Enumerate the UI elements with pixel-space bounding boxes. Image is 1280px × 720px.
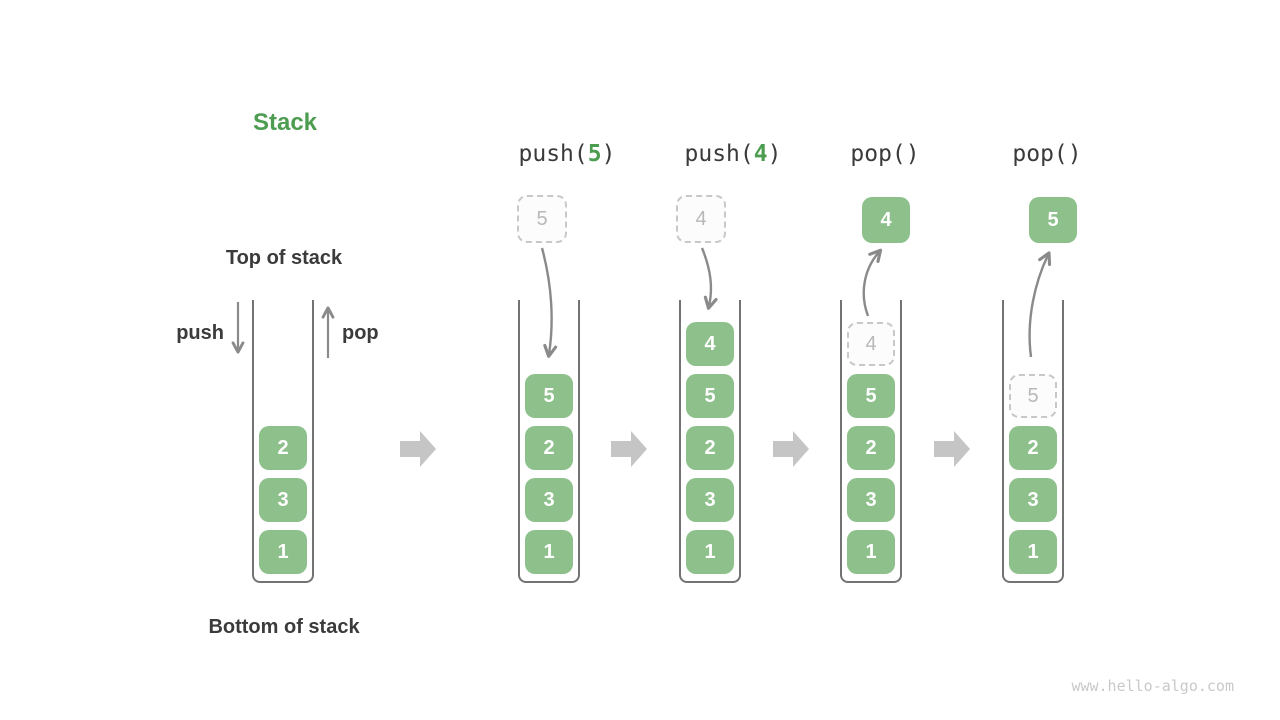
- incoming-element-5: 5: [517, 195, 567, 243]
- transition-arrow-3-icon: [773, 431, 809, 467]
- stack-element: 1: [1009, 530, 1057, 574]
- stack-element: 5: [847, 374, 895, 418]
- incoming-element-4: 4: [676, 195, 726, 243]
- bottom-of-stack-label: Bottom of stack: [208, 616, 360, 638]
- stack-element: 3: [686, 478, 734, 522]
- op-text: push(: [518, 141, 588, 167]
- transition-arrow-2-icon: [611, 431, 647, 467]
- stack-well-initial: 2 3 1: [252, 300, 314, 583]
- stack-element: 5: [525, 374, 573, 418]
- op-text: ): [601, 141, 616, 167]
- transition-arrow-4-icon: [934, 431, 970, 467]
- operation-label-pop-1: pop(): [850, 141, 920, 167]
- transition-arrow-1-icon: [400, 431, 436, 467]
- stack-element: 2: [1009, 426, 1057, 470]
- stack-well-after-push5: 5 2 3 1: [518, 300, 580, 583]
- op-arg: 4: [753, 141, 768, 167]
- stack-element: 3: [259, 478, 307, 522]
- popped-element-5: 5: [1029, 197, 1077, 243]
- stack-element: 3: [1009, 478, 1057, 522]
- stack-element: 2: [259, 426, 307, 470]
- stack-element: 2: [686, 426, 734, 470]
- push-label: push: [176, 322, 224, 344]
- watermark: www.hello-algo.com: [1071, 677, 1234, 695]
- stack-element: 3: [847, 478, 895, 522]
- stack-element: 3: [525, 478, 573, 522]
- diagram-title: Stack: [252, 109, 318, 136]
- stack-element: 1: [259, 530, 307, 574]
- op-text: push(: [684, 141, 754, 167]
- stack-well-after-push4: 4 5 2 3 1: [679, 300, 741, 583]
- pop-label: pop: [342, 322, 379, 344]
- stack-element: 4: [686, 322, 734, 366]
- operation-label-push5: push(5): [519, 141, 616, 167]
- stack-element: 5: [686, 374, 734, 418]
- popped-element-4: 4: [862, 197, 910, 243]
- stack-element: 2: [847, 426, 895, 470]
- op-text: ): [767, 141, 782, 167]
- removed-element-ghost: 4: [847, 322, 895, 366]
- removed-element-ghost: 5: [1009, 374, 1057, 418]
- op-arg: 5: [587, 141, 602, 167]
- stack-element: 1: [686, 530, 734, 574]
- top-of-stack-label: Top of stack: [225, 247, 343, 269]
- stack-element: 1: [525, 530, 573, 574]
- push4-flow-arrow: [700, 247, 718, 310]
- stack-well-after-pop5: 5 2 3 1: [1002, 300, 1064, 583]
- operation-label-push4: push(4): [685, 141, 782, 167]
- operation-label-pop-2: pop(): [1012, 141, 1082, 167]
- stack-well-after-pop4: 4 5 2 3 1: [840, 300, 902, 583]
- stack-element: 2: [525, 426, 573, 470]
- stack-element: 1: [847, 530, 895, 574]
